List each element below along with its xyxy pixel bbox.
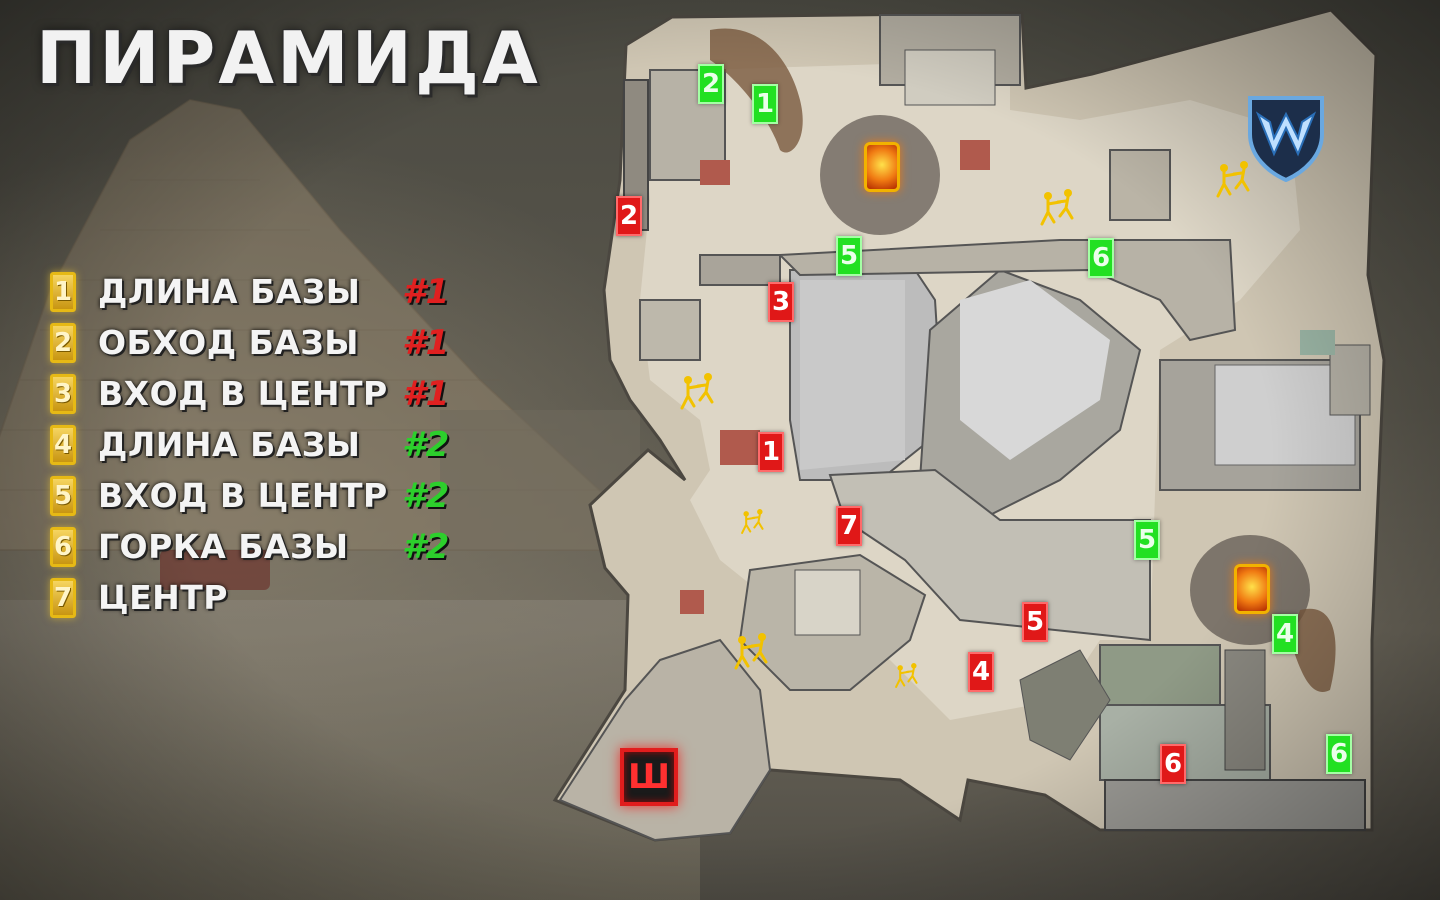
legend-item: 3 ВХОД В ЦЕНТР #1 (50, 368, 470, 419)
legend-item: 7 ЦЕНТР (50, 572, 470, 623)
bomb-site-icon (1234, 564, 1270, 614)
ground-area (0, 600, 700, 900)
map-marker-red: 4 (968, 652, 994, 692)
legend-item: 2 ОБХОД БАЗЫ #1 (50, 317, 470, 368)
map-marker-green: 4 (1272, 614, 1298, 654)
map-marker-red: 3 (768, 282, 794, 322)
warface-logo-icon (1248, 96, 1324, 182)
map-marker-green: 5 (1134, 520, 1160, 560)
team-boost-icon (741, 509, 764, 534)
legend-label: ДЛИНА БАЗЫ (98, 272, 361, 311)
map-marker-red: 7 (836, 506, 862, 546)
team-boost-icon (895, 663, 918, 688)
legend-item: 4 ДЛИНА БАЗЫ #2 (50, 419, 470, 470)
legend-item: 6 ГОРКА БАЗЫ #2 (50, 521, 470, 572)
legend-team: #1 (402, 271, 450, 312)
map-marker-red: 2 (616, 196, 642, 236)
legend-item: 5 ВХОД В ЦЕНТР #2 (50, 470, 470, 521)
legend-item: 1 ДЛИНА БАЗЫ #1 (50, 266, 470, 317)
map-marker-green: 6 (1326, 734, 1352, 774)
legend-label: ГОРКА БАЗЫ (98, 527, 349, 566)
legend-number: 5 (50, 475, 76, 516)
legend-number: 2 (50, 322, 76, 363)
legend-number: 1 (50, 271, 76, 312)
map-marker-green: 6 (1088, 238, 1114, 278)
map-marker-red: 1 (758, 432, 784, 472)
team-boost-icon (680, 373, 714, 410)
legend-label: ВХОД В ЦЕНТР (98, 476, 388, 515)
map-marker-red: 5 (1022, 602, 1048, 642)
legend-label: ОБХОД БАЗЫ (98, 323, 359, 362)
map-marker-green: 5 (836, 236, 862, 276)
map-marker-red: 6 (1160, 744, 1186, 784)
legend-team: #2 (402, 475, 450, 516)
bomb-site-icon (864, 142, 900, 192)
legend-label: ЦЕНТР (98, 578, 228, 617)
legend-number: 4 (50, 424, 76, 465)
legend-number: 6 (50, 526, 76, 567)
team-boost-icon (1216, 161, 1250, 198)
legend: 1 ДЛИНА БАЗЫ #1 2 ОБХОД БАЗЫ #1 3 ВХОД В… (50, 266, 470, 623)
map-marker-green: 2 (698, 64, 724, 104)
spawn-point-icon: Ш (620, 748, 678, 806)
legend-team: #2 (402, 526, 450, 567)
legend-number: 3 (50, 373, 76, 414)
map-title: ПИРАМИДА (36, 16, 541, 100)
legend-label: ДЛИНА БАЗЫ (98, 425, 361, 464)
legend-team: #2 (402, 424, 450, 465)
map-marker-green: 1 (752, 84, 778, 124)
legend-number: 7 (50, 577, 76, 618)
legend-team: #1 (402, 373, 450, 414)
team-boost-icon (1040, 189, 1074, 226)
legend-team: #1 (402, 322, 450, 363)
legend-label: ВХОД В ЦЕНТР (98, 374, 388, 413)
team-boost-icon (734, 633, 768, 670)
